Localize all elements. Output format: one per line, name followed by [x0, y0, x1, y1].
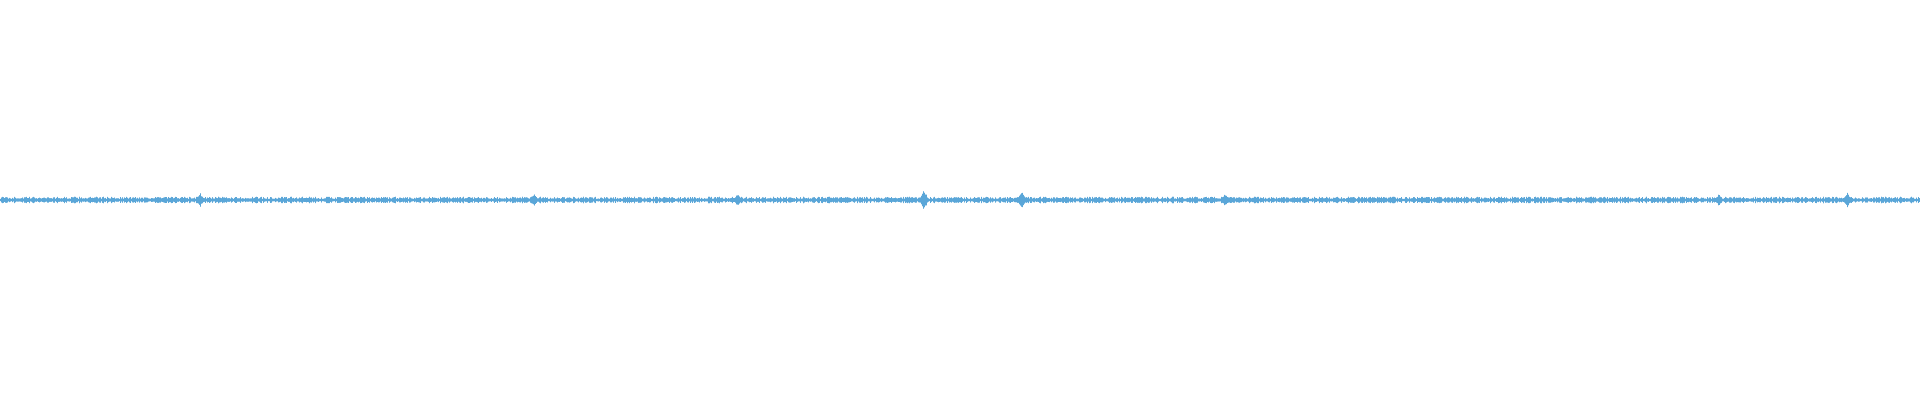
waveform-bars — [0, 191, 1920, 209]
waveform-signal — [0, 191, 1920, 209]
